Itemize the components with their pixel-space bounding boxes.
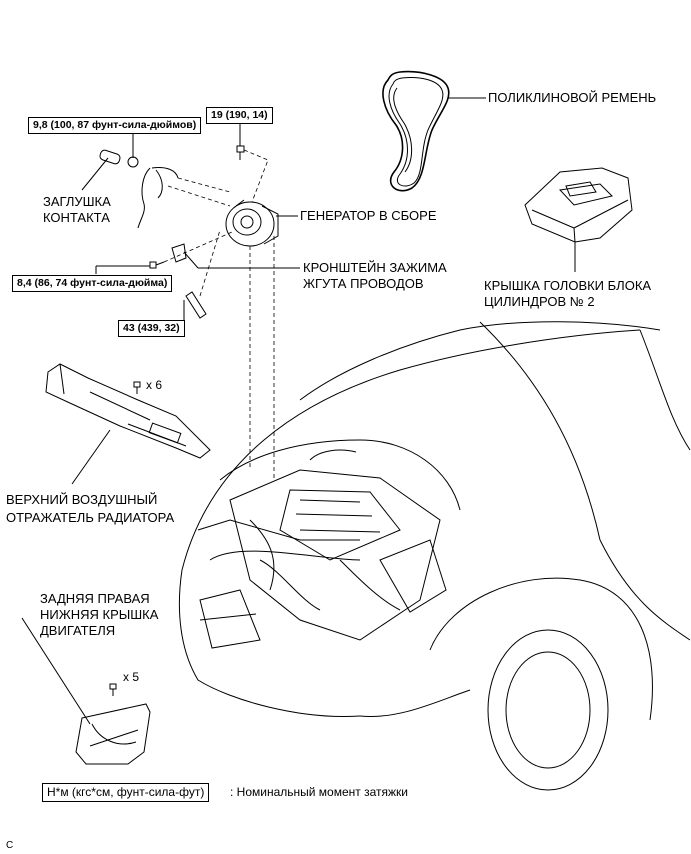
under-cover-label-line3: ДВИГАТЕЛЯ [40,623,116,638]
bolt-mid [149,261,165,269]
torque-label-2: 9,8 (100, 87 фунт-сила-дюймов) [28,117,202,134]
head-cover-label-line2: ЦИЛИНДРОВ № 2 [484,294,595,309]
deflector-label-line2: ОТРАЖАТЕЛЬ РАДИАТОРА [6,510,175,525]
cylinder-head-cover-drawing [524,167,633,243]
under-cover-bolt [109,683,117,696]
torque-legend-description: : Номинальный момент затяжки [230,785,408,799]
bracket-leader-a [183,251,199,269]
deflector-bolt [133,381,141,394]
vehicle-body-drawing [178,321,691,791]
torque-label-4: 43 (439, 32) [118,320,185,337]
belt-label: ПОЛИКЛИНОВОЙ РЕМЕНЬ [488,90,657,105]
under-cover-bolt-qty: x 5 [123,670,140,684]
deflector-label-line1: ВЕРХНИЙ ВОЗДУШНЫЙ [6,492,158,507]
plug-label-line1: ЗАГЛУШКА [43,194,111,209]
generator-label: ГЕНЕРАТОР В СБОРЕ [300,208,437,223]
torque-unit-legend-box: Н*м (кгс*см, фунт-сила-фут) [42,783,210,802]
bracket-label-line2: ЖГУТА ПРОВОДОВ [303,276,424,291]
engine-bay-drawing [219,439,461,641]
head-cover-label-line1: КРЫШКА ГОЛОВКИ БЛОКА [484,278,652,293]
engine-under-cover-drawing [75,703,151,765]
under-cover-label-line1: ЗАДНЯЯ ПРАВАЯ [40,591,150,606]
deflector-bolt-qty: x 6 [146,378,163,392]
under-cover-label-line2: НИЖНЯЯ КРЫШКА [40,607,159,622]
torque-label-1: 19 (190, 14) [206,107,273,124]
generator-drawing [225,199,279,247]
plug-leader [81,157,109,191]
bracket-label-line1: КРОНШТЕЙН ЗАЖИМА [303,260,447,275]
plug-label-line2: КОНТАКТА [43,210,110,225]
under-cover-leader [21,617,91,725]
deflector-leader [71,429,111,485]
plug-drawing [99,149,179,229]
serpentine-belt-drawing [382,70,450,192]
bolt-top [236,145,245,160]
radiator-deflector-drawing [45,363,211,459]
torque-label-3: 8,4 (86, 74 фунт-сила-дюйма) [12,275,173,292]
corner-mark: C [6,840,14,851]
harness-bracket-drawing [171,243,187,263]
bolt-long [185,291,207,319]
